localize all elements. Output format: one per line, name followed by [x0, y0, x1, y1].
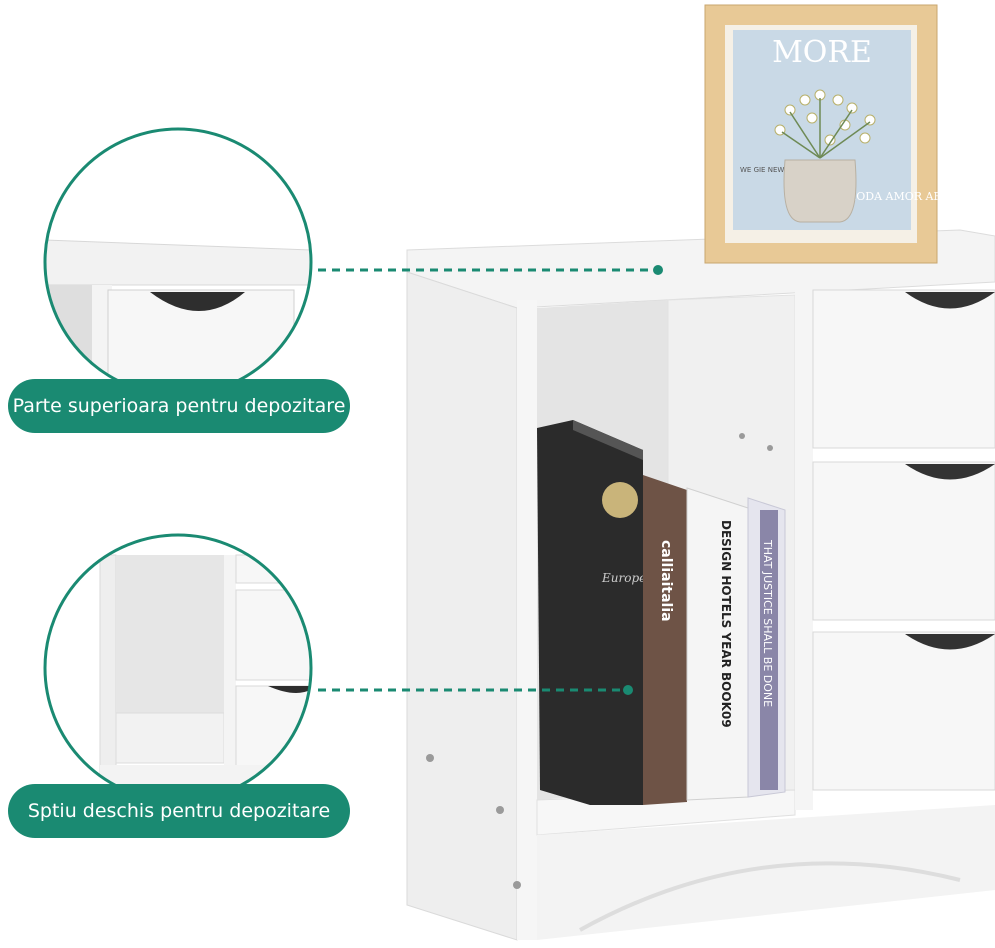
callout-open-storage: [43, 533, 633, 803]
callout-top-label-text: Parte superioara pentru depozitare: [12, 395, 346, 417]
callout-top-dot: [653, 265, 663, 275]
magazine-side-text: MODA AMOR ARTE: [845, 190, 957, 203]
book2-brand: calliaitalia: [658, 540, 674, 622]
drawer-stack: [812, 289, 995, 791]
book-gray: THAT JUSTICE SHALL BE DONE: [747, 497, 786, 798]
book3-title: DESIGN HOTELS YEAR BOOK09: [719, 520, 733, 728]
callout-top-zoom-image: [45, 129, 311, 395]
picture-frame: MORE WE GIE NEWTON MODA AMOR ARTE: [704, 4, 957, 264]
callout-open-label-text: Sptiu deschis pentru depozitare: [27, 800, 331, 822]
book-brown: calliaitalia: [643, 475, 687, 805]
drawer-middle: [812, 461, 995, 621]
callout-top-label: Parte superioara pentru depozitare: [8, 379, 350, 433]
magazine-title: MORE: [772, 35, 872, 70]
callout-open-dot: [623, 685, 633, 695]
callout-open-zoom-image: [45, 535, 311, 801]
callout-open-label: Sptiu deschis pentru depozitare: [8, 784, 350, 838]
magazine-small-text: WE GIE NEWTON: [740, 166, 799, 174]
book-white: DESIGN HOTELS YEAR BOOK09: [686, 487, 749, 801]
drawer-top: [812, 289, 995, 449]
drawer-bottom: [812, 631, 995, 791]
books: Europe Canvas calliaitalia DESIGN HOTELS…: [537, 420, 786, 805]
callout-top-storage: [43, 127, 663, 397]
book4-title: THAT JUSTICE SHALL BE DONE: [761, 539, 774, 707]
